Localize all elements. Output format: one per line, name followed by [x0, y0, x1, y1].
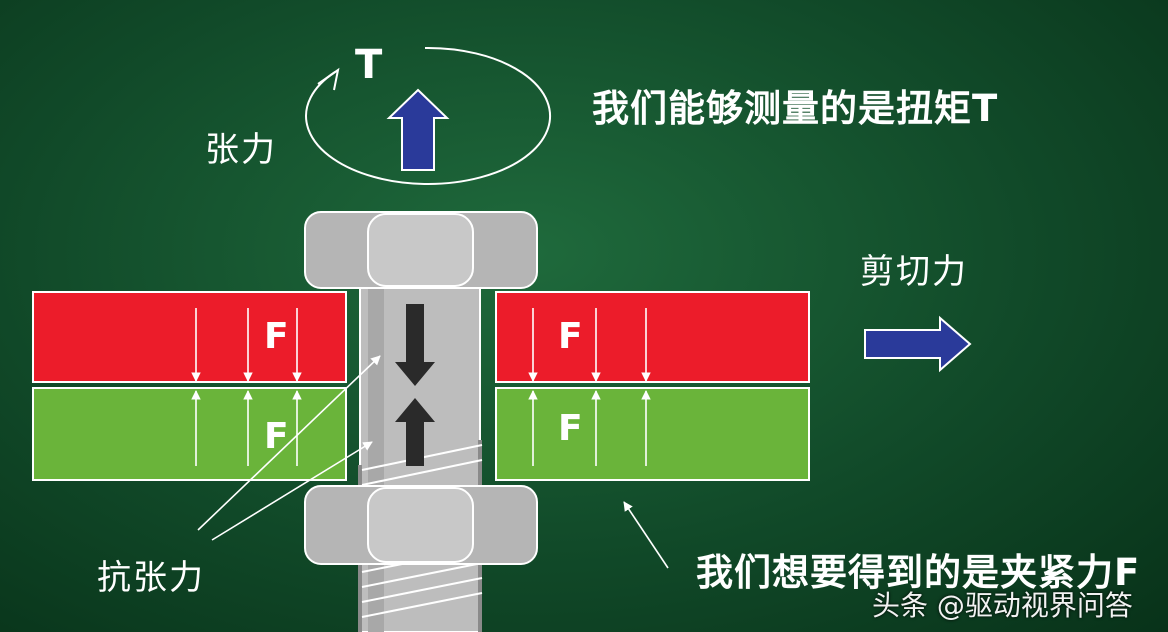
torque-label: T: [355, 42, 383, 88]
force-label-right-bottom: F: [558, 408, 583, 449]
watermark: 头条 @驱动视界问答: [872, 589, 1133, 622]
tension-arrow-icon: [386, 88, 450, 171]
measurable-caption: 我们能够测量的是扭矩T: [592, 87, 999, 130]
force-label-left-bottom: F: [264, 416, 289, 457]
resist-tension-pointers: [197, 355, 381, 541]
torque-rotation-icon: [305, 46, 551, 185]
force-label-left-top: F: [264, 316, 289, 357]
right-green-plate: [495, 387, 810, 481]
resist-tension-label: 抗张力: [97, 558, 205, 598]
clamp-force-pointer: [623, 501, 669, 569]
shear-arrow-icon: [864, 315, 972, 373]
clamp-force-arrows-left: [191, 308, 302, 466]
bolt-down-arrow-icon: [395, 304, 435, 386]
right-red-plate: [495, 291, 810, 383]
left-red-plate: [32, 291, 347, 383]
bolt-up-arrow-icon: [395, 398, 435, 466]
shear-label: 剪切力: [860, 252, 968, 292]
bolt-nut: [304, 485, 538, 565]
clamp-force-caption: 我们想要得到的是夹紧力F: [696, 551, 1141, 594]
force-label-right-top: F: [558, 316, 583, 357]
clamp-force-arrows-right: [528, 308, 651, 466]
left-green-plate: [32, 387, 347, 481]
bolt-head: [304, 211, 538, 289]
tension-label: 张力: [205, 130, 277, 170]
